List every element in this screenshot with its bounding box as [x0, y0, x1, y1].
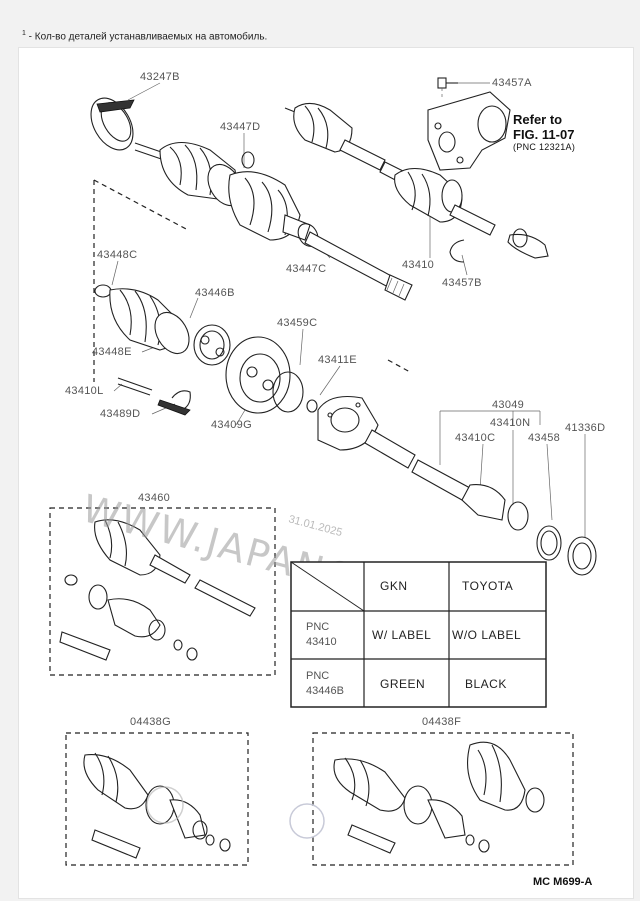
label-43489D: 43489D — [100, 408, 140, 420]
kit-box-04438F — [312, 732, 574, 866]
label-fig: FIG. 11-07 — [513, 127, 574, 142]
kit-box-04438G — [65, 732, 249, 866]
label-43410: 43410 — [402, 259, 434, 271]
label-41336D: 41336D — [565, 422, 605, 434]
label-43410N: 43410N — [490, 417, 530, 429]
table-cell-gkn: GREEN — [380, 677, 425, 691]
label-43247B: 43247B — [140, 71, 180, 83]
table-header-gkn: GKN — [380, 579, 408, 593]
label-43460: 43460 — [138, 492, 170, 504]
label-43457B: 43457B — [442, 277, 482, 289]
label-43458: 43458 — [528, 432, 560, 444]
label-43410C: 43410C — [455, 432, 495, 444]
table-row-pnc: PNC — [306, 621, 329, 633]
label-43447C: 43447C — [286, 263, 326, 275]
cv-joint-43409G — [225, 336, 318, 414]
flange-axle — [317, 395, 597, 576]
quantity-note: 1 - Кол-во деталей устанавливаемых на ав… — [22, 30, 267, 42]
table-cell-toyota: BLACK — [465, 677, 507, 691]
table-row-pnc: PNC — [306, 670, 329, 682]
watermark-date: 31.01.2025 — [287, 513, 343, 539]
label-43446B: 43446B — [195, 287, 235, 299]
cursor-ring-icon — [289, 803, 325, 839]
shaft-assembly-long — [134, 141, 413, 301]
kit-box-43460 — [49, 507, 276, 676]
label-43448E: 43448E — [92, 346, 132, 358]
label-04438F: 04438F — [422, 716, 461, 728]
label-refer-to: Refer to — [513, 112, 562, 127]
label-43411E: 43411E — [318, 354, 357, 366]
zoom-lens-icon[interactable] — [146, 786, 184, 824]
label-43409G: 43409G — [211, 419, 252, 431]
diagram-panel — [18, 47, 634, 899]
label-43447D: 43447D — [220, 121, 260, 133]
note-marker: 1 — [22, 30, 26, 37]
bracket-43457A — [427, 77, 511, 263]
seal-ring-43247B — [90, 97, 135, 151]
label-pnc-ref: (PNC 12321A) — [513, 142, 575, 152]
table-row-code: 43410 — [306, 636, 337, 648]
diagram-code: MC M699-A — [533, 876, 592, 888]
table-cell-toyota: W/O LABEL — [452, 628, 521, 642]
shaft-assembly-right — [284, 102, 549, 259]
assembly-boundary — [93, 179, 411, 382]
note-text: - Кол-во деталей устанавливаемых на авто… — [25, 31, 268, 43]
table-header-toyota: TOYOTA — [462, 579, 513, 593]
label-43457A: 43457A — [492, 77, 532, 89]
label-04438G: 04438G — [130, 716, 171, 728]
variant-table: GKN TOYOTA PNC 43410 W/ LABEL W/O LABEL … — [290, 561, 547, 708]
label-43448C: 43448C — [97, 249, 137, 261]
table-cell-gkn: W/ LABEL — [372, 628, 431, 642]
inner-boot-set — [94, 284, 231, 416]
label-43410L: 43410L — [65, 385, 104, 397]
label-43049: 43049 — [492, 399, 524, 411]
label-43459C: 43459C — [277, 317, 317, 329]
table-row-code: 43446B — [306, 685, 344, 697]
